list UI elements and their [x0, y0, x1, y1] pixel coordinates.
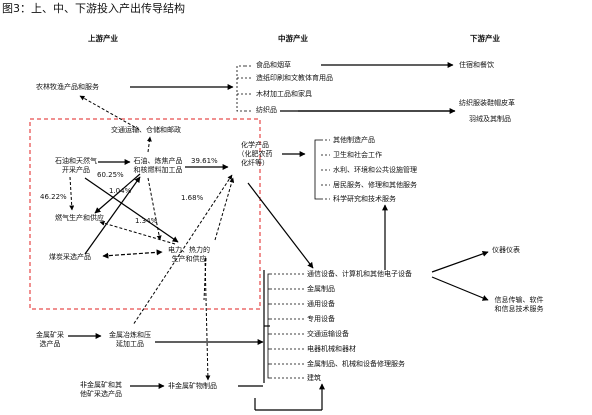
down-info: 信息传输、软件和信息技术服务 [494, 296, 544, 313]
node-transport: 交通运输、仓储和邮政 [111, 126, 181, 134]
list-item: 卫生和社会工作 [333, 151, 382, 159]
list-item: 金属制品、机械和设备修理服务 [307, 360, 405, 368]
down-fur: 羽绒及其制品 [469, 115, 511, 123]
list-item: 水利、环境和公共设施管理 [333, 166, 417, 174]
header-midstream: 中游产业 [278, 34, 308, 43]
pct-oilgas-refine: 60.25% [97, 171, 124, 179]
list-item: 居民服务、修理和其他服务 [333, 181, 417, 189]
down-instrument: 仪器仪表 [492, 246, 520, 254]
figure-title: 图3：上、中、下游投入产出传导结构 [2, 2, 185, 15]
node-agriculture: 农林牧渔产品和服务 [36, 83, 99, 91]
node-refine: 石油、炼焦产品和核燃料加工品 [133, 157, 183, 174]
list-item: 造纸印刷和文教体育用品 [256, 74, 333, 82]
node-metal-ore: 金属矿采选产品 [36, 331, 64, 348]
pct-oilgas-gas: 46.22% [40, 193, 67, 201]
list-item: 专用设备 [307, 315, 335, 323]
list-item: 其他制造产品 [333, 136, 375, 144]
header-downstream: 下游产业 [470, 34, 500, 43]
list-item: 科学研究和技术服务 [333, 195, 396, 203]
list-item: 木材加工品和家具 [256, 90, 312, 98]
node-nonmetal-product: 非金属矿物制品 [168, 382, 217, 390]
down-textile: 纺织服装鞋帽皮革 [459, 99, 515, 107]
list-item: 电器机械和器材 [307, 345, 356, 353]
down-food: 住宿和餐饮 [459, 61, 494, 69]
node-coal: 煤炭采选产品 [49, 253, 91, 261]
agri-mid-bracket [236, 65, 245, 112]
pct-refine-chem: 39.61% [191, 157, 218, 165]
list-item: 食品和烟草 [256, 61, 291, 69]
list-item: 交通运输设备 [307, 330, 349, 338]
pct-gas: 1.04% [109, 187, 132, 195]
node-chemical: 化学产品（化肥农药化纤等） [237, 141, 273, 167]
node-nonmetal-ore: 非金属矿和其他矿采选产品 [80, 381, 122, 398]
pct-power-chem: 1.68% [181, 194, 204, 202]
header-upstream: 上游产业 [88, 34, 118, 43]
node-metal-smelt: 金属冶炼和压延加工品 [109, 331, 151, 348]
list-item: 通用设备 [307, 300, 335, 308]
node-oil-gas: 石油和天然气开采产品 [55, 157, 97, 174]
upstream-boundary [29, 118, 261, 310]
pct-oilgas-power: 1.34% [135, 217, 158, 225]
node-gas-supply: 燃气生产和供应 [55, 214, 104, 222]
list-item: 纺织品 [256, 106, 277, 114]
list-item: 金属制品 [307, 285, 335, 293]
refine-to-transport [146, 136, 152, 153]
list-item: 建筑 [307, 374, 321, 382]
list-item: 通信设备、计算机和其他电子设备 [307, 270, 412, 278]
node-power: 电力、热力的生产和供应 [168, 246, 210, 263]
